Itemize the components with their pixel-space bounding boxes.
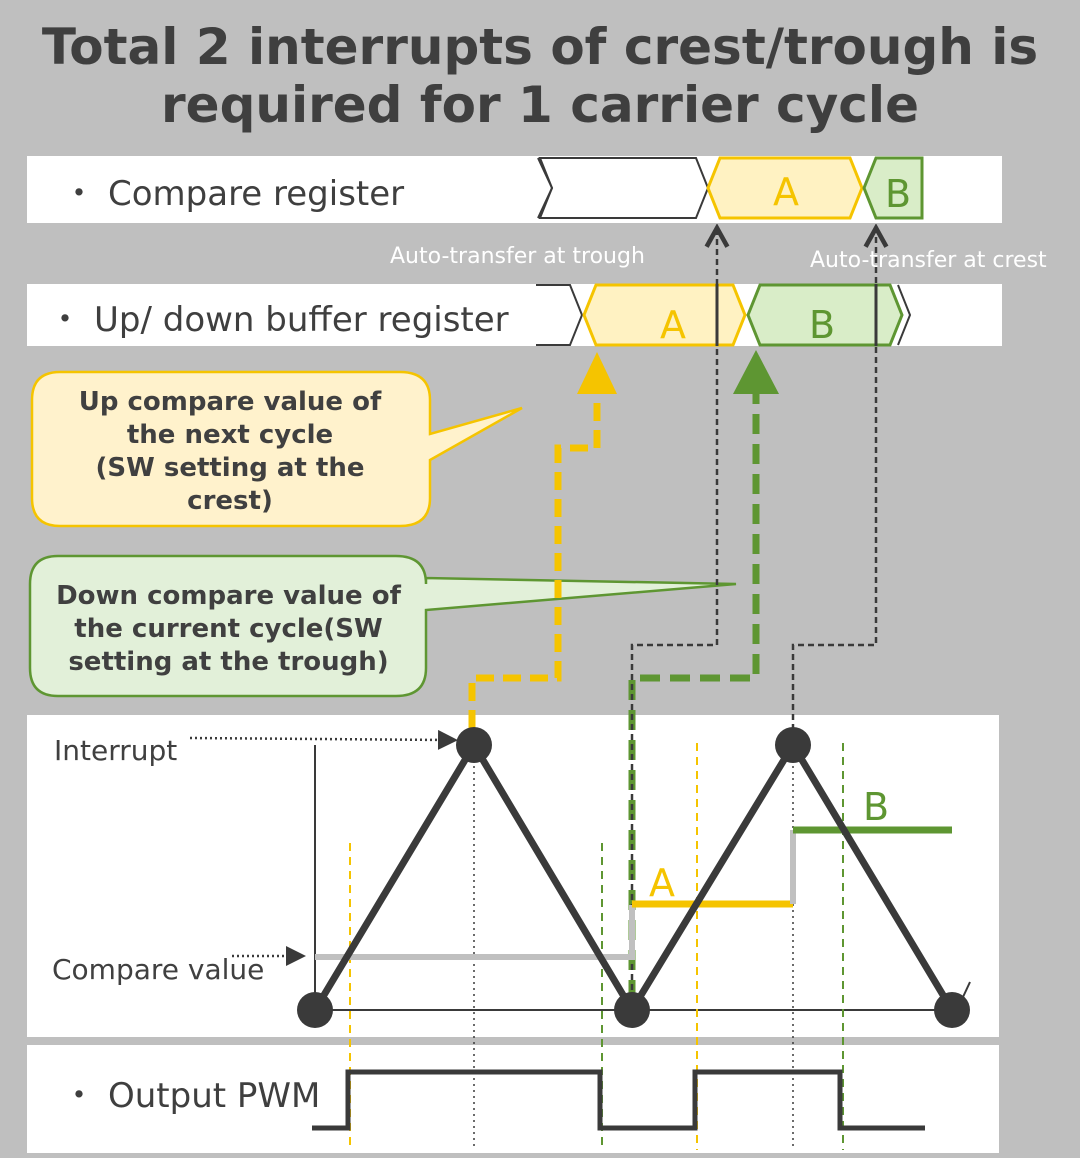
up-callout-line-3: (SW setting at the (95, 453, 365, 483)
compare-register-b-label: B (885, 172, 911, 216)
title-line-1: Total 2 interrupts of crest/trough is (41, 18, 1039, 76)
compare-register-empty-segment (538, 157, 710, 219)
interrupt-label: Interrupt (54, 734, 178, 767)
compare-register-segment-a (706, 156, 864, 220)
up-callout-line-2: the next cycle (126, 420, 334, 450)
auto-transfer-trough-note: Auto-transfer at trough (390, 244, 645, 269)
output-pwm-label: ・ Output PWM (62, 1068, 320, 1117)
buffer-register-text: Up/ down buffer register (94, 300, 509, 340)
down-callout-line-2: the current cycle(SW (74, 614, 383, 644)
up-value-arrowhead (577, 352, 617, 394)
compare-register-label: ・ Compare register (62, 166, 404, 215)
wave-a-label: A (649, 861, 675, 905)
down-value-arrowhead (733, 350, 779, 394)
buffer-register-a-label: A (660, 303, 686, 347)
auto-transfer-crest-note: Auto-transfer at crest (810, 248, 1047, 273)
buffer-register-label: ・ Up/ down buffer register (48, 292, 509, 341)
transfer-crest-path (791, 228, 876, 730)
interrupt-pointer (189, 729, 458, 750)
buffer-register-b-label: B (809, 303, 835, 347)
buffer-register-segment-a (582, 283, 747, 347)
title-line-2: required for 1 carrier cycle (161, 76, 919, 134)
bullet: ・ (62, 174, 96, 214)
compare-value-label: Compare value (52, 953, 265, 986)
buffer-register-segments: A B (536, 283, 912, 347)
output-pwm-waveform (312, 1069, 925, 1131)
waveform-panel (27, 715, 999, 1037)
compare-value-gray (315, 905, 635, 960)
compare-register-segments: A B (537, 156, 924, 220)
output-pwm-panel (27, 1045, 999, 1153)
up-value-dashed-path (468, 392, 601, 728)
output-pwm-text: Output PWM (108, 1076, 321, 1116)
compare-register-start-mark (537, 157, 554, 219)
up-callout-line-1: Up compare value of (78, 387, 382, 417)
compare-register-text: Compare register (108, 174, 405, 214)
crest-dot-1 (456, 727, 492, 763)
trough-dot-3 (934, 992, 970, 1028)
compare-register-segment-b (862, 156, 924, 220)
down-callout-line-1: Down compare value of (56, 581, 401, 611)
page-title: Total 2 interrupts of crest/trough is re… (0, 18, 1080, 134)
carrier-waveform: A B (189, 727, 971, 1150)
up-callout-line-4: crest) (187, 486, 273, 516)
up-callout-text: Up compare value of the next cycle (SW s… (40, 386, 420, 518)
buffer-register-end-mark (897, 284, 912, 346)
down-callout-text: Down compare value of the current cycle(… (36, 580, 421, 679)
bullet: ・ (48, 300, 82, 340)
trough-dot-2 (614, 992, 650, 1028)
buffer-register-start-line (536, 284, 584, 346)
crest-dot-2 (775, 727, 811, 763)
trough-dot-1 (297, 992, 333, 1028)
compare-register-a-label: A (773, 170, 799, 214)
buffer-register-segment-b (746, 283, 904, 347)
wave-b-label: B (863, 785, 889, 829)
down-callout-line-3: setting at the trough) (68, 647, 389, 677)
up-callout-shape (30, 370, 523, 528)
bullet: ・ (62, 1076, 96, 1116)
